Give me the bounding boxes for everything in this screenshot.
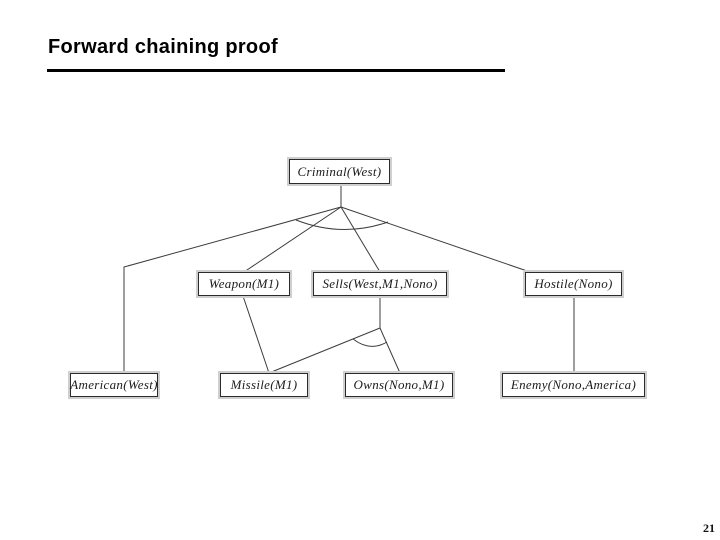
edge-criminal-hostile bbox=[340, 206, 531, 273]
node-criminal-west: Criminal(West) bbox=[289, 159, 390, 184]
node-hostile-nono: Hostile(Nono) bbox=[525, 272, 622, 296]
node-label: Owns(Nono,M1) bbox=[353, 377, 445, 392]
node-label: Criminal(West) bbox=[297, 163, 382, 179]
slide-title: Forward chaining proof bbox=[48, 36, 278, 58]
edge-criminal-sells bbox=[340, 206, 381, 273]
node-enemy-nono-america: Enemy(Nono,America) bbox=[502, 373, 645, 397]
node-label: Sells(West,M1,Nono) bbox=[322, 276, 438, 291]
node-label: Missile(M1) bbox=[230, 377, 298, 392]
node-sells-west-m1-nono: Sells(West,M1,Nono) bbox=[313, 272, 447, 296]
node-owns-nono-m1: Owns(Nono,M1) bbox=[345, 373, 453, 397]
title-underline-rule bbox=[47, 69, 505, 72]
edge-criminal-american bbox=[123, 206, 342, 373]
and-arc-criminal bbox=[295, 219, 389, 230]
node-label: Hostile(Nono) bbox=[534, 276, 613, 291]
edge-sells-owns bbox=[379, 327, 401, 374]
edge-criminal-weapon bbox=[243, 206, 342, 273]
slide-page-number: 21 bbox=[703, 521, 715, 535]
edge-weapon-missile bbox=[242, 295, 270, 374]
node-label: American(West) bbox=[70, 377, 158, 392]
edge-sells-missile bbox=[268, 327, 381, 374]
node-american-west: American(West) bbox=[70, 373, 158, 397]
node-weapon-m1: Weapon(M1) bbox=[198, 272, 290, 296]
and-arc-sells bbox=[352, 338, 388, 347]
node-label: Enemy(Nono,America) bbox=[510, 377, 637, 392]
node-missile-m1: Missile(M1) bbox=[220, 373, 308, 397]
node-label: Weapon(M1) bbox=[208, 276, 280, 291]
